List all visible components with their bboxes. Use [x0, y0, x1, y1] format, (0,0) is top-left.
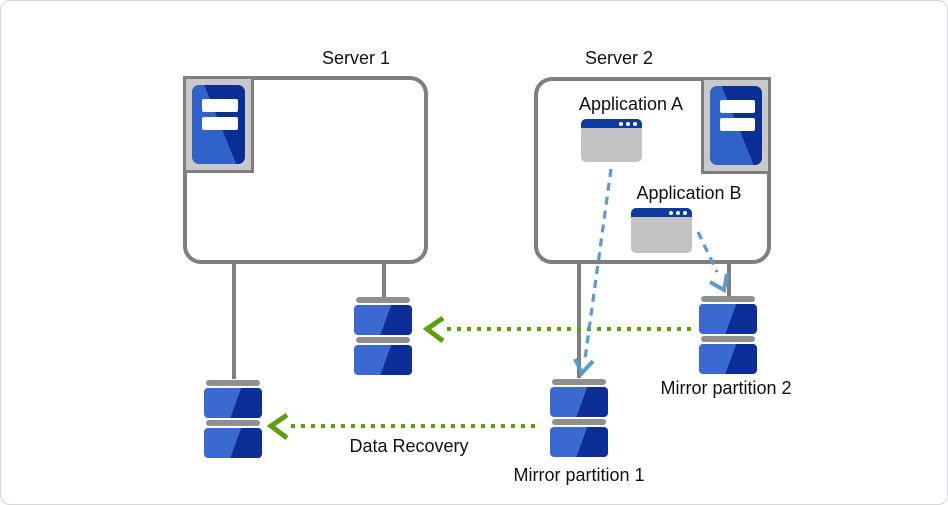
- server1-icon-frame: [183, 76, 254, 173]
- window-dot-icon: [626, 121, 630, 126]
- server1-label: Server 1: [321, 48, 391, 68]
- window-dot-icon: [633, 121, 637, 126]
- tower-slot-icon: [720, 100, 755, 113]
- disk-platter: [699, 304, 757, 334]
- mirror-partition-2-label: Mirror partition 2: [660, 378, 792, 398]
- window-dot-icon: [683, 210, 687, 215]
- application-a-write-dashed-line: [583, 168, 613, 360]
- window-dot-icon: [669, 210, 673, 215]
- disk-cap: [552, 379, 606, 385]
- disk-cap: [356, 297, 410, 303]
- mirror2-sync-arrowhead-icon: [422, 315, 445, 343]
- mirror-partition-1-label: Mirror partition 1: [513, 465, 645, 485]
- data-recovery-arrowhead-icon: [266, 412, 289, 440]
- application-b-window-icon: [631, 208, 692, 253]
- tower-slot-icon: [202, 99, 238, 112]
- server-tower-icon: [192, 85, 245, 164]
- server2-icon-frame: [701, 77, 771, 174]
- disk-platter: [354, 345, 412, 375]
- disk-cap: [552, 419, 606, 425]
- disk-cap: [701, 296, 755, 302]
- tower-slot-icon: [202, 117, 238, 130]
- window-titlebar: [581, 119, 642, 128]
- server-tower-icon: [710, 86, 762, 165]
- disk-platter: [699, 344, 757, 374]
- window-dot-icon: [619, 121, 623, 126]
- disk-icon-server1-left: [204, 380, 262, 458]
- disk-platter: [354, 305, 412, 335]
- application-b-write-arrowhead-icon: [709, 273, 729, 294]
- disk-platter: [550, 427, 608, 457]
- data-recovery-label: Data Recovery: [349, 436, 469, 456]
- disk-cap: [206, 420, 260, 426]
- tower-slot-icon: [720, 118, 755, 131]
- application-a-window-icon: [581, 119, 642, 162]
- server2-label: Server 2: [584, 48, 654, 68]
- disk-cap: [206, 380, 260, 386]
- window-dot-icon: [676, 210, 680, 215]
- application-a-write-arrowhead-icon: [573, 358, 595, 377]
- disk-icon-mirror-partition-2: [699, 296, 757, 374]
- disk-icon-mirror-partition-1: [550, 379, 608, 457]
- application-b-write-dashed-line: [696, 231, 719, 273]
- window-titlebar: [631, 208, 692, 217]
- application-b-label: Application B: [636, 183, 742, 203]
- disk-platter: [550, 387, 608, 417]
- disk-cap: [356, 337, 410, 343]
- disk-icon-server1-right: [354, 297, 412, 375]
- application-a-label: Application A: [578, 94, 684, 114]
- disk-platter: [204, 428, 262, 458]
- disk-platter: [204, 388, 262, 418]
- disk-cap: [701, 336, 755, 342]
